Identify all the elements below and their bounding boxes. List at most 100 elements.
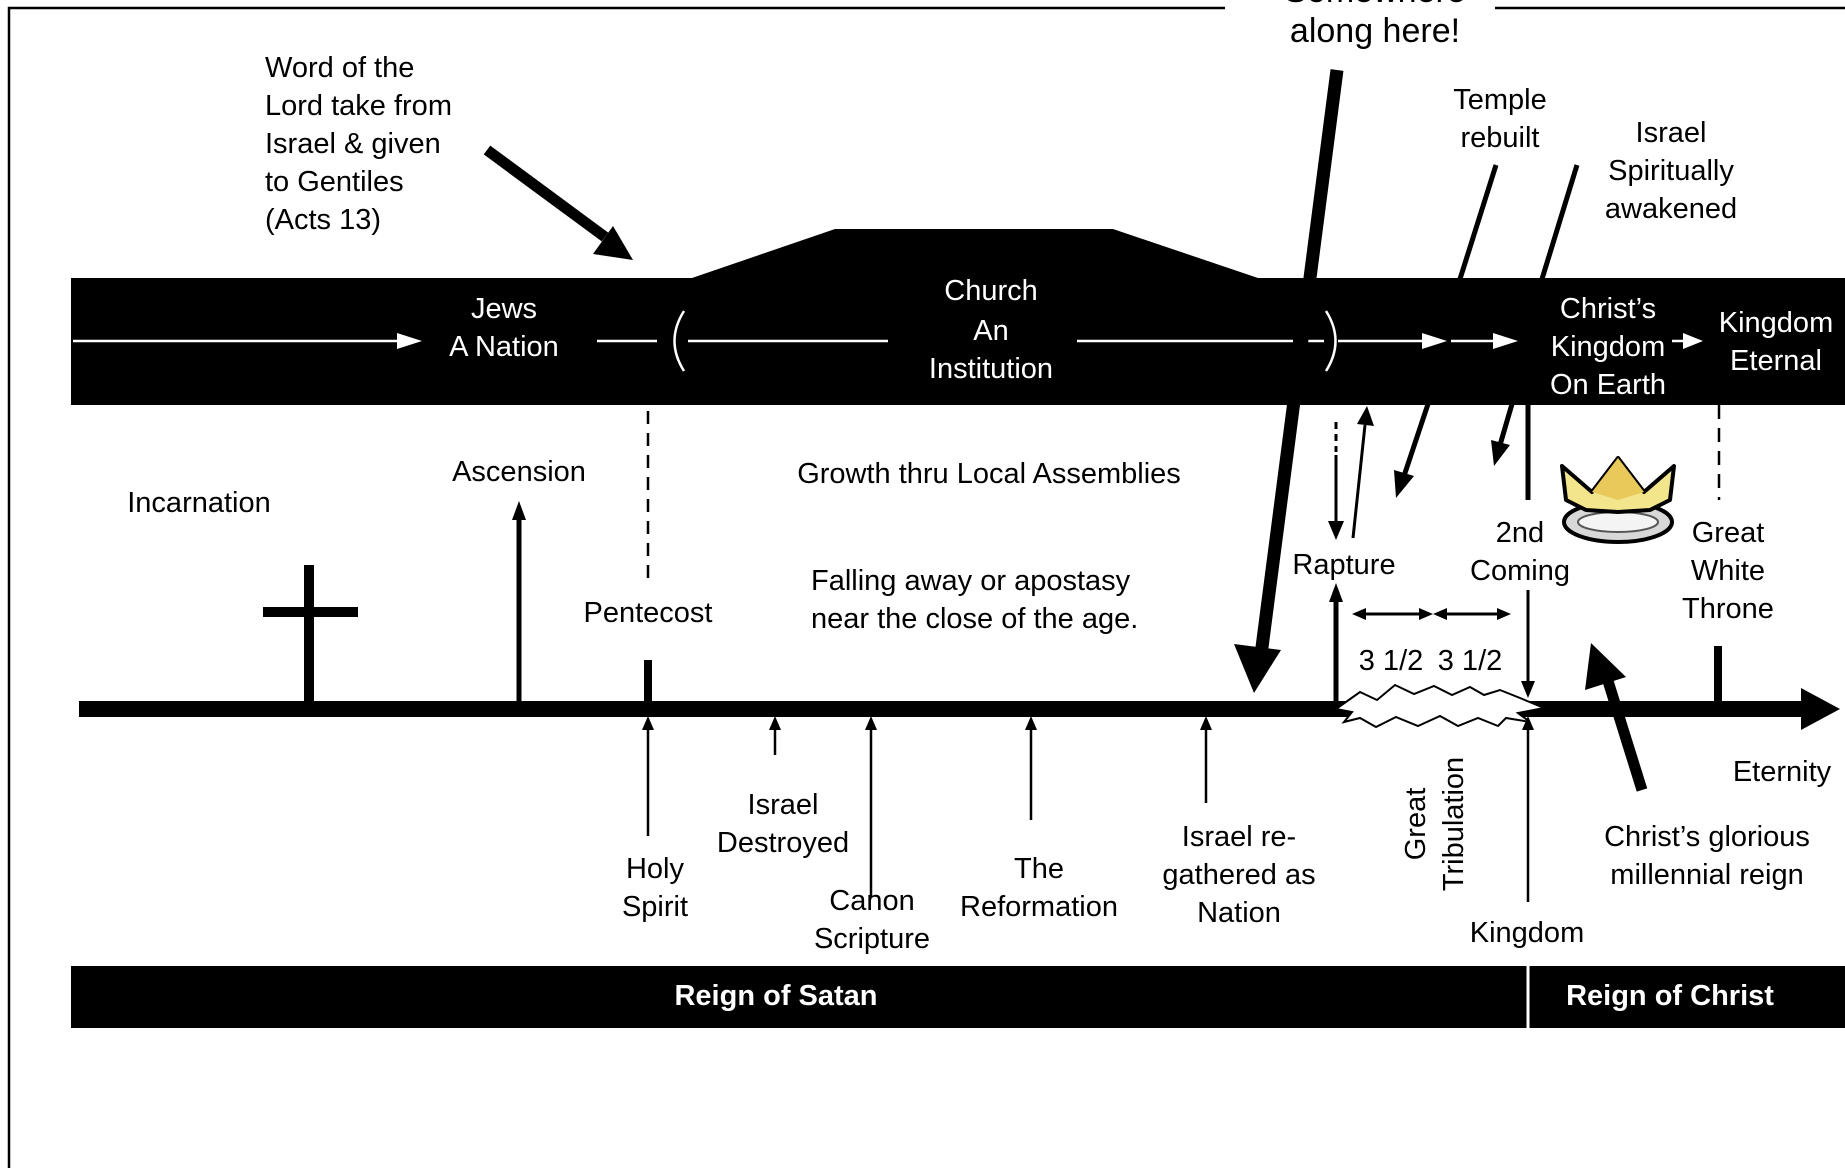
reformation-arrow-head <box>1025 716 1037 730</box>
acts-line2: Lord take from <box>265 90 452 122</box>
awakened-arrow-head <box>1491 440 1510 466</box>
regathered-2: gathered as <box>1162 859 1315 891</box>
temple-arrow-head <box>1394 470 1414 498</box>
regathered-1: Israel re- <box>1182 821 1296 853</box>
hw-head-2 <box>1419 608 1433 620</box>
reformation-2: Reformation <box>960 891 1118 923</box>
gwt-label-3: Throne <box>1682 593 1774 625</box>
ascension-label: Ascension <box>452 456 586 488</box>
regathered-arrow-head <box>1200 716 1212 730</box>
somewhere-arrow-head <box>1234 644 1281 693</box>
band-arrowhead-1 <box>397 333 422 349</box>
main-timeline <box>79 701 1809 717</box>
falling-away-1: Falling away or apostasy <box>811 565 1131 597</box>
era-band <box>71 229 1845 405</box>
band-arrowhead-4 <box>1683 333 1703 349</box>
band-arrowhead-3 <box>1493 333 1518 349</box>
temple-label-2: rebuilt <box>1461 122 1540 154</box>
cross-icon <box>263 565 358 705</box>
kingdom-eternal-2: Eternal <box>1730 345 1822 377</box>
hw-head-1 <box>1352 608 1366 620</box>
israel-destroyed-2: Destroyed <box>717 827 849 859</box>
gwt-label-2: White <box>1691 555 1765 587</box>
rapture-down-head <box>1328 521 1344 540</box>
second-coming-2: Coming <box>1470 555 1570 587</box>
acts13-annotation: Word of the Lord take from Israel & give… <box>265 52 452 236</box>
falling-away-2: near the close of the age. <box>811 603 1138 635</box>
israel-awakened-2: Spiritually <box>1608 155 1734 187</box>
half-week-2: 3 1/2 <box>1438 645 1503 677</box>
awakened-arrow-upper <box>1539 164 1580 280</box>
callout-box <box>1225 0 1495 60</box>
growth-label: Growth thru Local Assemblies <box>797 458 1181 490</box>
acts-line1: Word of the <box>265 52 414 84</box>
rapture-up-head <box>1357 406 1374 426</box>
canon-1: Canon <box>829 885 914 917</box>
somewhere-arrow-shaft <box>1254 69 1344 656</box>
christs-kingdom-1: Christ’s <box>1560 293 1656 325</box>
church-label-3: Institution <box>929 353 1053 385</box>
reformation-1: The <box>1014 853 1064 885</box>
below-arrows <box>646 727 1530 902</box>
canon-2: Scripture <box>814 923 930 955</box>
timeline-arrowhead <box>1801 688 1840 730</box>
temple-arrow-lower <box>1401 403 1431 477</box>
kingdom-label: Kingdom <box>1470 917 1584 949</box>
pentecost-label: Pentecost <box>584 597 713 629</box>
kingdom-arrow-head <box>1522 716 1534 730</box>
regathered-3: Nation <box>1197 897 1281 929</box>
crown-icon <box>1560 456 1676 544</box>
acts-line4: to Gentiles <box>265 166 404 198</box>
second-coming-1: 2nd <box>1496 517 1544 549</box>
holy-spirit-2: Spirit <box>622 891 688 923</box>
callout-line2: along here! <box>1290 12 1460 50</box>
tribulation-label-2: Tribulation <box>1438 757 1470 891</box>
frame-border <box>7 6 1845 1168</box>
jews-label-1: Jews <box>471 293 537 325</box>
gwt-tick <box>1714 646 1722 704</box>
church-label-2: An <box>973 315 1008 347</box>
temple-label-1: Temple <box>1453 84 1547 116</box>
temple-arrow-upper <box>1457 164 1499 280</box>
reign-christ-label: Reign of Christ <box>1566 980 1774 1012</box>
hw-head-4 <box>1497 608 1511 620</box>
rapture-up-arrow <box>1351 424 1367 539</box>
acts-line5: (Acts 13) <box>265 204 381 236</box>
second-coming-head <box>1521 681 1535 698</box>
half-week-1: 3 1/2 <box>1359 645 1424 677</box>
reign-bar <box>71 966 1845 1028</box>
holy-spirit-arrow-head <box>642 716 654 730</box>
tribulation-label-1: Great <box>1400 788 1432 861</box>
israel-awakened-1: Israel <box>1636 117 1707 149</box>
gwt-label-1: Great <box>1692 517 1765 549</box>
reign-satan-label: Reign of Satan <box>674 980 877 1012</box>
glorious-reign-1: Christ’s glorious <box>1604 821 1810 853</box>
canon-arrow-head <box>865 716 877 730</box>
glorious-reign-2: millennial reign <box>1610 859 1803 891</box>
rapture-tick-head <box>1329 583 1343 602</box>
acts-line3: Israel & given <box>265 128 441 160</box>
awakened-arrow-lower <box>1497 403 1515 446</box>
hw-head-3 <box>1433 608 1447 620</box>
pentecost-tick <box>644 660 652 704</box>
band-arrowhead-2 <box>1422 333 1447 349</box>
israel-destroyed-arrow-head <box>769 716 781 730</box>
israel-awakened-3: awakened <box>1605 193 1737 225</box>
millennial-arrow-shaft <box>1602 679 1648 792</box>
church-label-1: Church <box>944 275 1038 307</box>
holy-spirit-1: Holy <box>626 853 685 885</box>
tribulation-starburst <box>1333 683 1548 729</box>
millennial-arrow-head <box>1585 643 1626 690</box>
rapture-label: Rapture <box>1292 549 1395 581</box>
incarnation-label: Incarnation <box>127 487 271 519</box>
jews-label-2: A Nation <box>449 331 559 363</box>
christs-kingdom-3: On Earth <box>1550 369 1666 401</box>
acts-arrow-shaft <box>483 145 609 242</box>
christs-kingdom-2: Kingdom <box>1551 331 1665 363</box>
acts-arrow-head <box>593 226 633 260</box>
ascension-arrow-head <box>512 501 526 520</box>
callout-line1: Somewhere <box>1284 0 1465 10</box>
israel-destroyed-1: Israel <box>748 789 819 821</box>
eternity-label: Eternity <box>1733 756 1832 788</box>
